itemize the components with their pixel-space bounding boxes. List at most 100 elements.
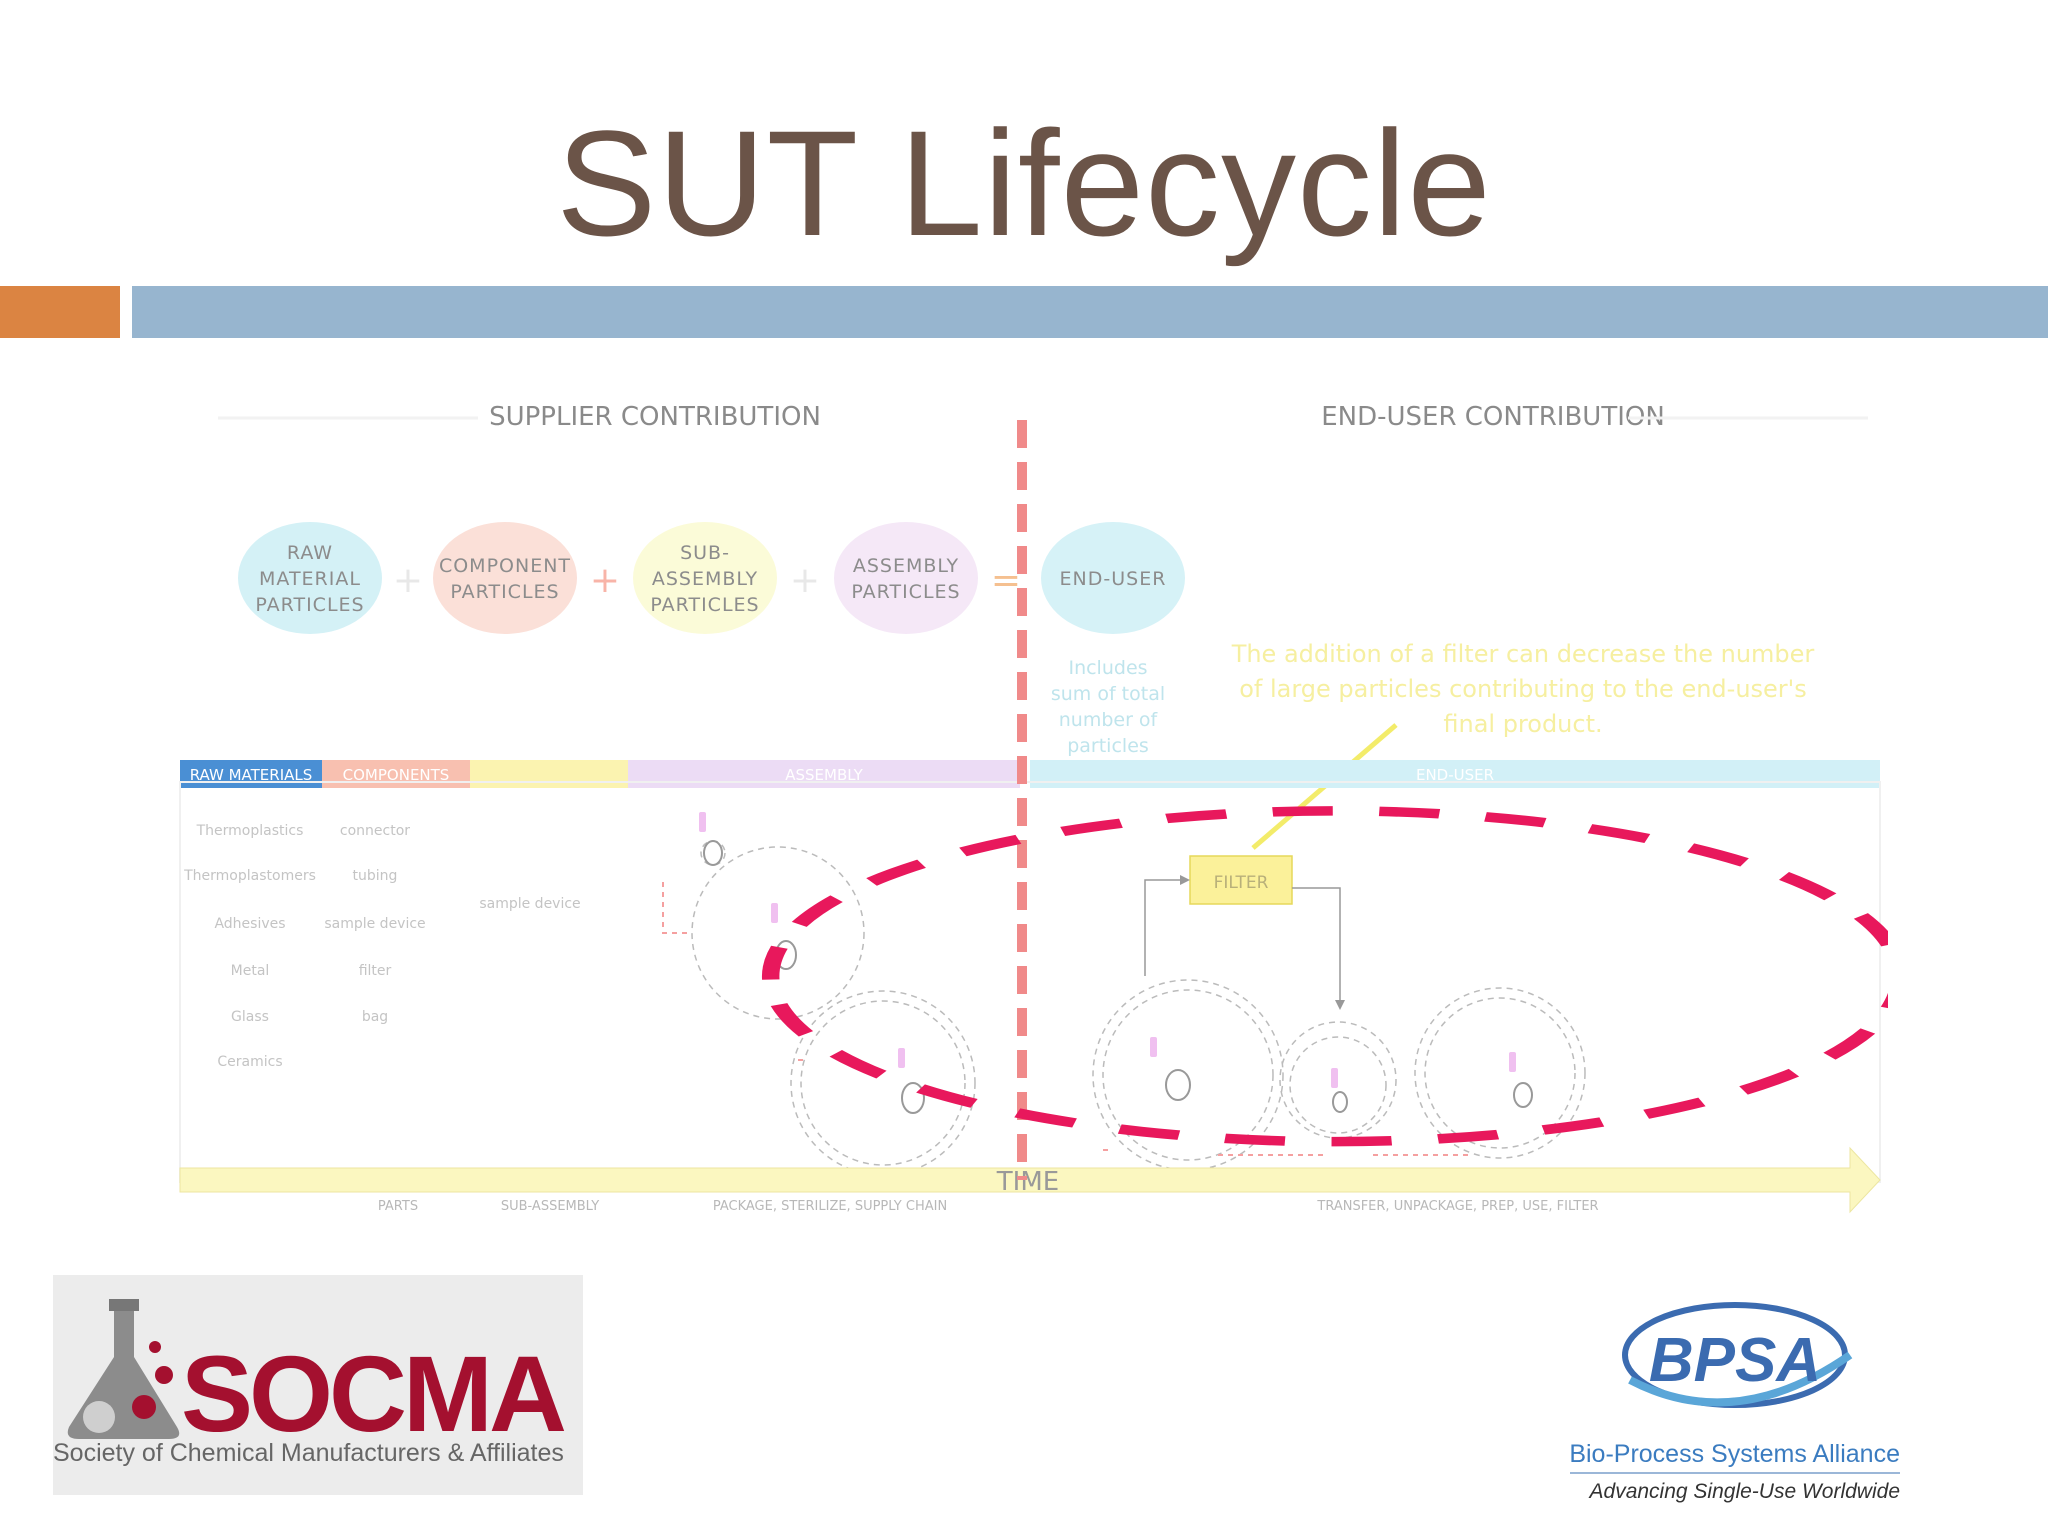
particle-3	[901, 1082, 925, 1114]
filter-note-line: of large particles contributing to the e…	[1239, 675, 1807, 703]
bubble-label: END-USER	[1060, 568, 1167, 590]
enduser-circle-1-inner	[1102, 989, 1274, 1161]
marker-6	[1509, 1052, 1516, 1072]
particle-bubbles: RAWMATERIALPARTICLESCOMPONENTPARTICLESSU…	[238, 522, 1185, 634]
bubble-label: PARTICLES	[255, 594, 364, 616]
inner-particles	[703, 840, 1533, 1114]
flow-arrow-1	[662, 882, 688, 934]
subassembly-list: sample device	[479, 896, 580, 912]
marker-2	[771, 903, 778, 923]
enduser-note-line: number of	[1059, 709, 1159, 731]
bpsa-rule	[1570, 1472, 1900, 1474]
enduser-note-line: Includes	[1068, 657, 1147, 679]
stage-band-segment	[628, 760, 1020, 788]
particle-4	[1165, 1069, 1191, 1101]
stage-label: END-USER	[1416, 766, 1494, 784]
operator-3: =	[991, 560, 1021, 601]
bpsa-slogan: Advancing Single-Use Worldwide	[1589, 1480, 1900, 1503]
list-item: connector	[340, 823, 410, 839]
bubble-shape	[834, 522, 978, 634]
bubble-label: SUB-	[680, 542, 730, 564]
operator-1: +	[590, 560, 620, 601]
list-item: sample device	[479, 896, 580, 912]
filter-output-arrowhead	[1335, 1000, 1345, 1010]
accent-bar-blue	[132, 286, 2048, 338]
bubble-4: END-USER	[1041, 522, 1185, 634]
bpsa-logo: BPSA Bio-Process Systems Alliance Advanc…	[1560, 1285, 1910, 1510]
timeline-label: PACKAGE, STERILIZE, SUPPLY CHAIN	[713, 1199, 947, 1214]
assembly-circles	[691, 840, 1586, 1176]
list-item: Metal	[231, 963, 270, 979]
list-item: Ceramics	[217, 1054, 282, 1070]
enduser-circle-2-inner	[1289, 1036, 1387, 1134]
supplier-contribution-header: SUPPLIER CONTRIBUTION	[489, 402, 821, 432]
time-arrow	[179, 1146, 1881, 1214]
list-item: sample device	[324, 916, 425, 932]
bpsa-swoosh-icon	[1622, 1302, 1853, 1408]
bpsa-wordmark: BPSA	[1648, 1326, 1822, 1395]
stage-band-segment	[180, 760, 322, 788]
stage-band-segment	[470, 760, 628, 788]
components-list: connector tubing sample device filter bag	[324, 823, 425, 1025]
marker-4	[1150, 1037, 1157, 1057]
enduser-note-line: sum of total	[1051, 683, 1165, 705]
timeline-label: PARTS	[378, 1199, 418, 1214]
bubble-shape	[433, 522, 577, 634]
bubble-shape	[1041, 522, 1185, 634]
marker-1	[699, 812, 706, 832]
flow-arrows	[662, 882, 1468, 1156]
assembly-circle-large	[790, 990, 976, 1176]
marker-3	[898, 1048, 905, 1068]
filter-box	[1189, 855, 1293, 905]
particle-6	[1513, 1082, 1533, 1108]
bubble-shape	[633, 522, 777, 634]
enduser-note: Includes sum of total number of particles	[1051, 657, 1165, 757]
enduser-circle-3-inner	[1424, 997, 1576, 1149]
filter-label: FILTER	[1214, 873, 1269, 893]
stage-label: ASSEMBLY	[785, 766, 863, 784]
enduser-contribution-header: END-USER CONTRIBUTION	[1321, 402, 1665, 432]
stage-label: SUB-ASSEMBLY	[492, 766, 606, 784]
stage-band-segment	[322, 760, 470, 788]
list-item: Thermoplastics	[196, 823, 304, 839]
raw-materials-list: ThermoplasticsThermoplastomersAdhesivesM…	[183, 823, 316, 1070]
filter-highlight-ellipse	[762, 806, 1888, 1147]
socma-logo: SOCMA Society of Chemical Manufacturers …	[53, 1275, 583, 1495]
enduser-note-line: particles	[1067, 735, 1149, 757]
filter-note: The addition of a filter can decrease th…	[1231, 640, 1815, 738]
list-item: Thermoplastomers	[183, 868, 316, 884]
bubble-label: PARTICLES	[851, 581, 960, 603]
particle-1	[703, 840, 723, 866]
bubble-operators: + + + =	[393, 560, 1021, 601]
slide-title: SUT Lifecycle	[556, 99, 1492, 267]
bubble-1: COMPONENT PARTICLES	[433, 522, 577, 634]
list-item: bag	[362, 1009, 388, 1025]
bubble-label: PARTICLES	[650, 594, 759, 616]
filter-note-line: final product.	[1443, 710, 1602, 738]
socma-tagline: Society of Chemical Manufacturers & Affi…	[53, 1439, 564, 1467]
particle-5	[1332, 1091, 1348, 1113]
bpsa-tagline: Bio-Process Systems Alliance	[1569, 1440, 1900, 1468]
stage-label: RAW MATERIALS	[190, 766, 313, 784]
flask-icon	[67, 1299, 180, 1439]
lifecycle-diagram: SUPPLIER CONTRIBUTION END-USER CONTRIBUT…	[179, 402, 1888, 1214]
time-label: TIME	[996, 1167, 1059, 1197]
filter-input-arrowhead	[1180, 875, 1190, 885]
timeline-label: SUB-ASSEMBLY	[501, 1199, 599, 1214]
bubble-label: MATERIAL	[259, 568, 361, 590]
filter-note-line: The addition of a filter can decrease th…	[1231, 640, 1815, 668]
list-item: filter	[359, 963, 392, 979]
bubble-label: COMPONENT	[439, 555, 571, 577]
list-item: tubing	[353, 868, 398, 884]
enduser-circle-3	[1414, 987, 1586, 1159]
operator-0: +	[393, 560, 423, 601]
marker-5	[1331, 1068, 1338, 1088]
list-item: Glass	[231, 1009, 269, 1025]
filter-input-line	[1144, 879, 1186, 976]
stage-band-segment	[1030, 760, 1880, 788]
bubble-label: PARTICLES	[450, 581, 559, 603]
operator-2: +	[790, 560, 820, 601]
